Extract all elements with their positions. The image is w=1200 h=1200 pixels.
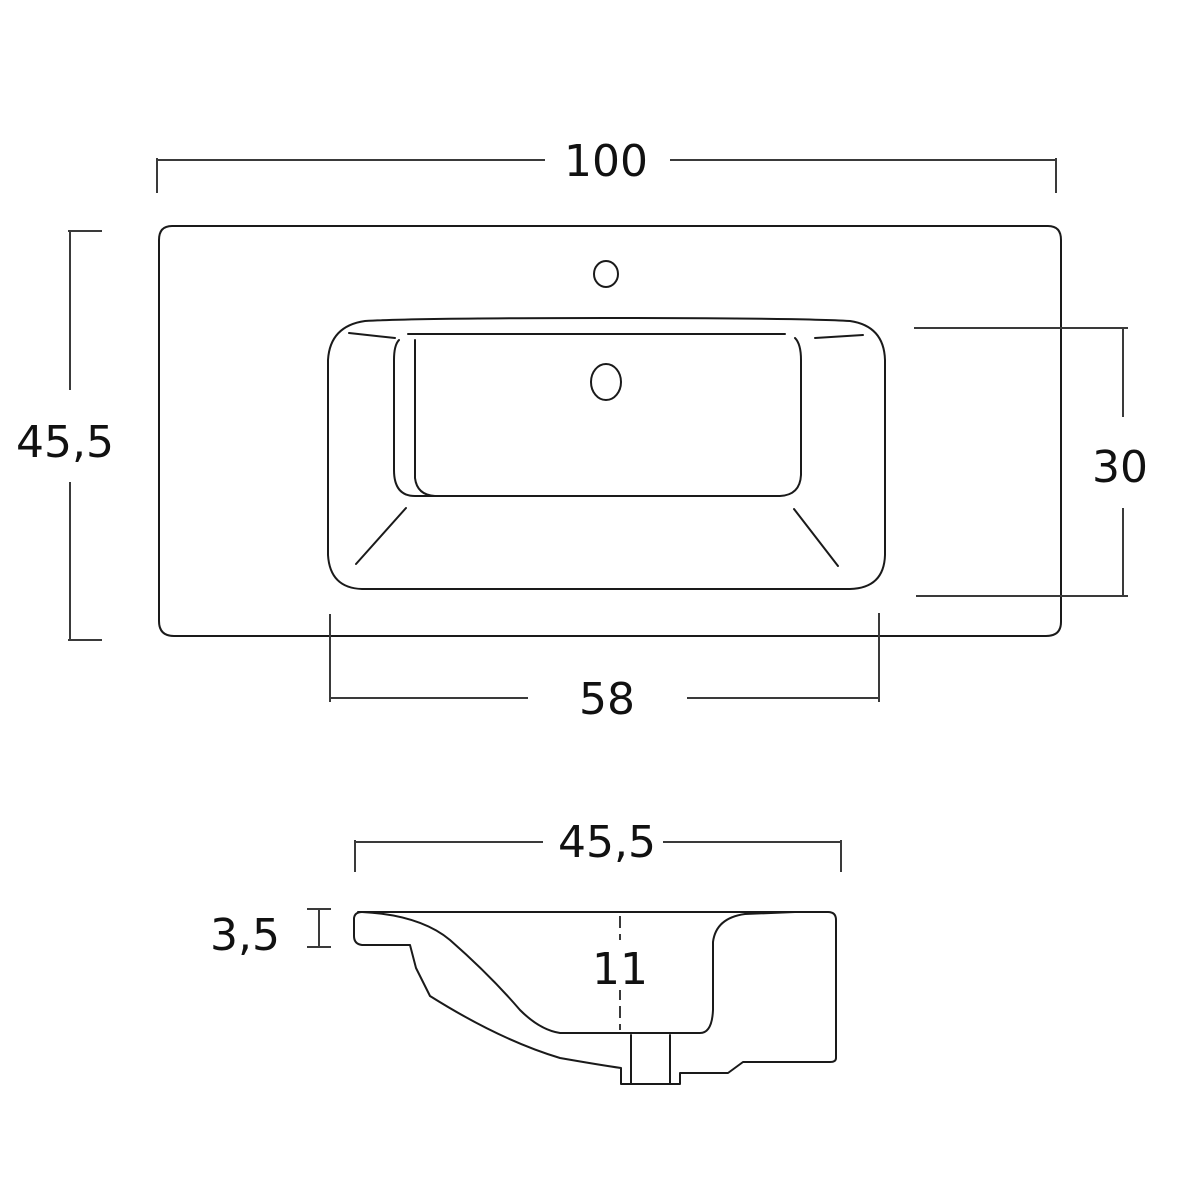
side-bowl-curve bbox=[361, 911, 796, 1034]
side-view: 45,5 3,5 11 bbox=[210, 817, 842, 1085]
top-view: 100 45,5 bbox=[16, 136, 1148, 725]
rim-thickness-label: 3,5 bbox=[210, 910, 280, 961]
drain-hole-icon bbox=[590, 363, 622, 401]
dimension-rim-thickness: 3,5 bbox=[210, 908, 331, 961]
dimension-overall-depth: 45,5 bbox=[16, 230, 114, 641]
dimension-basin-width: 58 bbox=[329, 613, 880, 725]
inner-bowl bbox=[393, 337, 802, 497]
dimension-side-depth: 45,5 bbox=[354, 817, 842, 872]
basin-depth-label: 30 bbox=[1092, 442, 1148, 493]
overall-depth-label: 45,5 bbox=[16, 417, 114, 468]
inner-bowl-sides bbox=[414, 339, 436, 497]
label-background bbox=[590, 940, 650, 990]
basin-width-label: 58 bbox=[579, 674, 635, 725]
countertop-outline bbox=[158, 225, 1062, 637]
overall-width-label: 100 bbox=[564, 136, 648, 187]
dimension-basin-depth: 30 bbox=[914, 327, 1148, 597]
slope-line-right bbox=[793, 508, 839, 567]
side-depth-label: 45,5 bbox=[558, 817, 656, 868]
tap-hole-icon bbox=[593, 260, 619, 288]
dimension-overall-width: 100 bbox=[156, 136, 1057, 193]
slope-line-left bbox=[355, 507, 407, 565]
rim-line-left bbox=[348, 332, 396, 339]
basin-height-label: 11 bbox=[592, 944, 648, 995]
rim-line-right bbox=[814, 334, 864, 339]
side-profile-outline bbox=[353, 911, 837, 1085]
basin-outer-rim bbox=[327, 317, 886, 590]
